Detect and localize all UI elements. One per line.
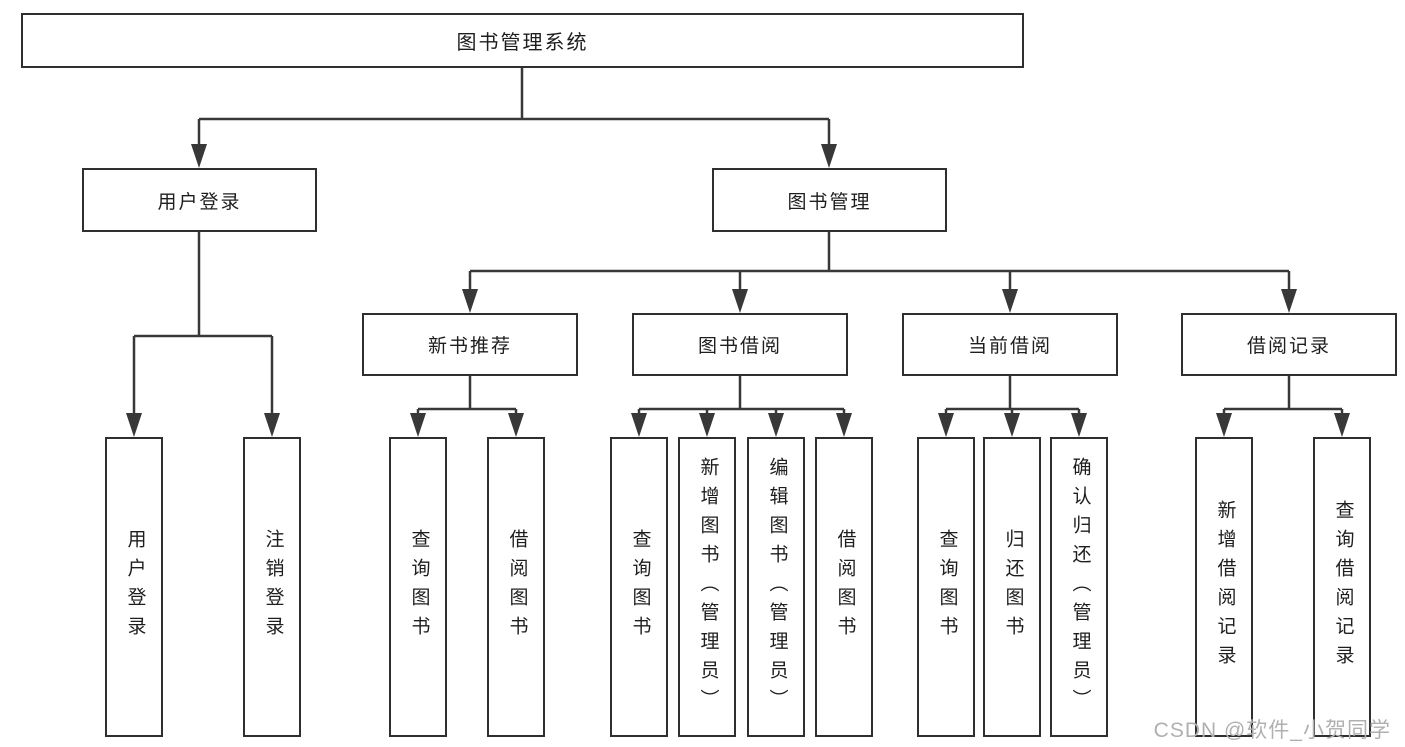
leaf-label: 归还图书 [1002,529,1024,645]
node-book-borrowing: 图书借阅 [632,313,848,376]
leaf-label: 借阅图书 [506,529,528,645]
leaf-label: 用户登录 [124,529,146,645]
leaf-label: 查询图书 [936,529,958,645]
leaf-edit-book-admin: 编辑图书（管理员） [747,437,805,737]
leaf-add-book-admin: 新增图书（管理员） [678,437,736,737]
node-book-management: 图书管理 [712,168,947,232]
leaf-label: 查询借阅记录 [1332,500,1354,674]
leaf-label: 查询图书 [629,529,651,645]
leaf-borrow-books-borrowing: 借阅图书 [815,437,873,737]
leaf-query-borrow-record: 查询借阅记录 [1313,437,1371,737]
leaf-label: 新增图书（管理员） [697,456,719,718]
node-current-borrowing: 当前借阅 [902,313,1118,376]
csdn-watermark: CSDN @软件_小贺同学 [1153,719,1391,742]
node-user-login-branch: 用户登录 [82,168,317,232]
node-borrowing-records: 借阅记录 [1181,313,1397,376]
leaf-add-borrow-record: 新增借阅记录 [1195,437,1253,737]
leaf-return-book: 归还图书 [983,437,1041,737]
leaf-label: 查询图书 [408,529,430,645]
node-root: 图书管理系统 [21,13,1024,68]
leaf-label: 借阅图书 [834,529,856,645]
leaf-query-books-recommend: 查询图书 [389,437,447,737]
arrowheads [126,144,1350,437]
node-new-book-recommend: 新书推荐 [362,313,578,376]
leaf-label: 注销登录 [262,529,284,645]
leaf-label: 编辑图书（管理员） [766,456,788,718]
leaf-query-books-current: 查询图书 [917,437,975,737]
leaf-user-login: 用户登录 [105,437,163,737]
leaf-label: 确认归还（管理员） [1069,456,1091,718]
leaf-borrow-books-recommend: 借阅图书 [487,437,545,737]
leaf-label: 新增借阅记录 [1214,500,1236,674]
leaf-logout: 注销登录 [243,437,301,737]
leaf-confirm-return-admin: 确认归还（管理员） [1050,437,1108,737]
leaf-query-books-borrowing: 查询图书 [610,437,668,737]
